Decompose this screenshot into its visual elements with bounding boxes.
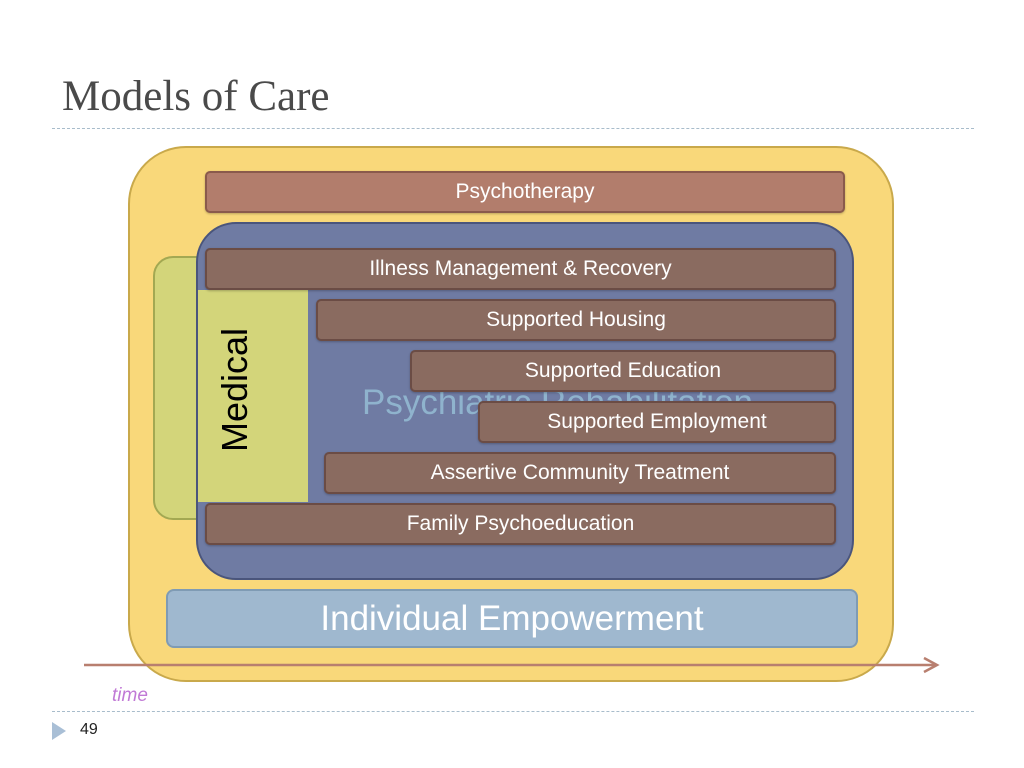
supported-employment-bar: Supported Employment: [478, 401, 836, 443]
triangle-bullet-icon: [52, 722, 66, 740]
footer-divider: [52, 711, 974, 712]
family-psychoeducation-bar: Family Psychoeducation: [205, 503, 836, 545]
supported-housing-bar: Supported Housing: [316, 299, 836, 341]
psychotherapy-bar: Psychotherapy: [205, 171, 845, 213]
illness-management-recovery-bar: Illness Management & Recovery: [205, 248, 836, 290]
individual-empowerment-bar: Individual Empowerment: [166, 589, 858, 648]
arrow-right-icon: [84, 656, 940, 674]
assertive-community-treatment-bar: Assertive Community Treatment: [324, 452, 836, 494]
medical-label: Medical: [214, 327, 256, 453]
time-axis-label: time: [112, 685, 148, 706]
title-divider: [52, 128, 974, 129]
page-number: 49: [80, 721, 98, 738]
medical-label-wrapper: Medical: [153, 290, 318, 490]
slide-title: Models of Care: [62, 73, 330, 120]
supported-education-bar: Supported Education: [410, 350, 836, 392]
medical-box-overlap: [198, 290, 308, 502]
